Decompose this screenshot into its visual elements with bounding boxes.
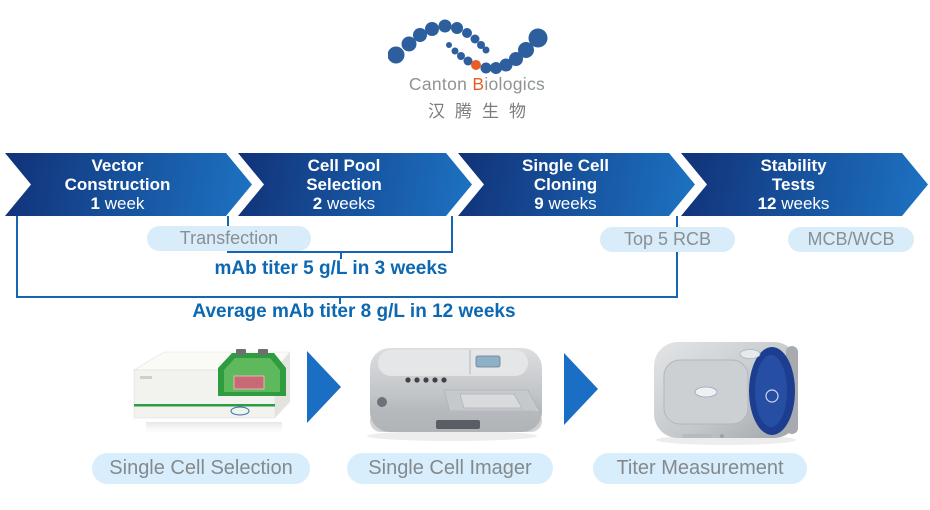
equipment-label-single-cell-selection: Single Cell Selection: [92, 453, 310, 484]
stage-duration: 12 weeks: [758, 194, 830, 213]
stage-duration-number: 9: [534, 194, 544, 213]
bracket-12-weeks: [16, 216, 678, 298]
milestone-transfection: Transfection: [147, 226, 311, 251]
stage-duration-unit: weeks: [776, 194, 830, 213]
stage-title-line1: Single Cell: [522, 156, 609, 175]
stage-title-line1: Vector: [91, 156, 144, 175]
dna-dot-wave-icon: [388, 19, 548, 74]
stage-duration-number: 2: [312, 194, 323, 213]
brand-part2: iologics: [484, 74, 546, 94]
equipment-label-titer-measurement: Titer Measurement: [593, 453, 807, 484]
stage-duration-unit: weeks: [543, 194, 597, 213]
stage-arrow-cell-pool-selection: Cell Pool Selection 2 weeks: [238, 153, 472, 216]
stage-title-line2: Construction: [64, 175, 171, 194]
stage-title-line2: Cloning: [533, 175, 598, 194]
titer-measurement-machine-image: [654, 342, 798, 445]
stage-duration: 2 weeks: [313, 194, 375, 213]
brand-name-chinese: 汉腾生物: [428, 102, 536, 121]
brand-part1: Canton: [408, 74, 473, 94]
stage-duration-unit: week: [100, 194, 145, 213]
single-cell-imager-machine-image: [367, 348, 542, 441]
single-cell-selection-machine-image: [132, 349, 291, 436]
equipment-label-single-cell-imager: Single Cell Imager: [347, 453, 553, 484]
milestone-mcb-wcb: MCB/WCB: [788, 227, 914, 252]
flow-arrow-icon: [564, 353, 598, 425]
brand-name: Canton Biologics: [357, 74, 597, 95]
milestone-top-5-rcb: Top 5 RCB: [600, 227, 735, 252]
flow-arrow-icon: [307, 351, 341, 423]
stage-arrow-vector-construction: Vector Construction 1 week: [5, 153, 252, 216]
company-logo: Canton Biologics 汉腾生物: [357, 12, 597, 122]
stage-title-line2: Tests: [771, 175, 816, 194]
stage-duration-number: 1: [90, 194, 101, 213]
timeline-bracket-lines: [16, 216, 678, 304]
stage-duration-number: 12: [757, 194, 777, 213]
annotation-titer-12-weeks: Average mAb titer 8 g/L in 12 weeks: [192, 301, 516, 322]
stage-title-line1: Stability: [760, 156, 827, 175]
brand-accent-letter: B: [472, 74, 485, 94]
stage-duration: 9 weeks: [534, 194, 596, 213]
stage-title-line1: Cell Pool: [307, 156, 381, 175]
stage-arrow-stability-tests: Stability Tests 12 weeks: [681, 153, 928, 216]
stage-arrow-single-cell-cloning: Single Cell Cloning 9 weeks: [458, 153, 695, 216]
stage-duration: 1 week: [91, 194, 145, 213]
annotation-titer-3-weeks: mAb titer 5 g/L in 3 weeks: [214, 258, 448, 279]
stage-title-line2: Selection: [306, 175, 382, 194]
stage-duration-unit: weeks: [322, 194, 376, 213]
